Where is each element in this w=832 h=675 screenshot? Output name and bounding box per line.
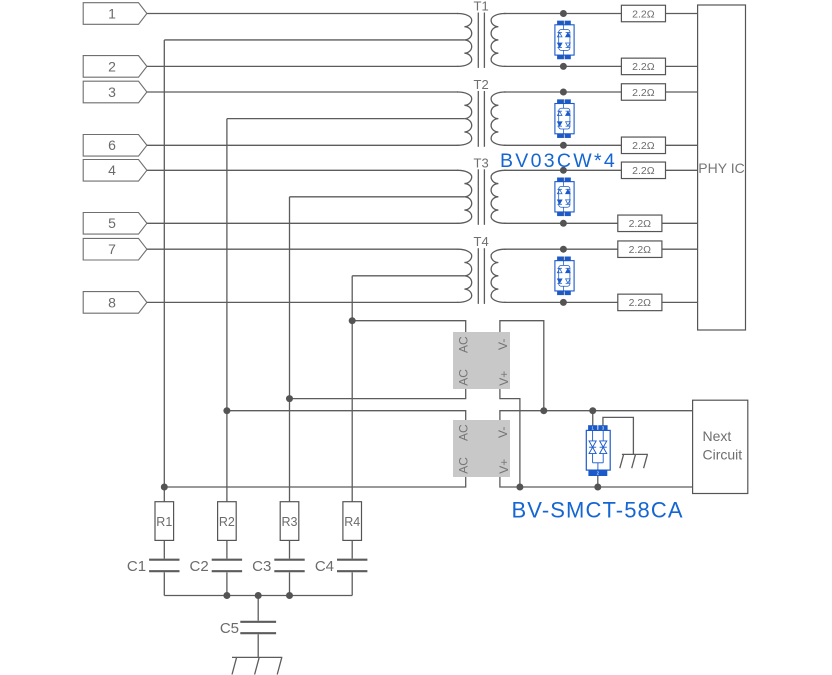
svg-text:R3: R3	[282, 515, 298, 529]
svg-text:Circuit: Circuit	[703, 447, 743, 463]
svg-text:T4: T4	[474, 234, 489, 249]
svg-text:Next: Next	[703, 428, 732, 444]
svg-text:4: 4	[108, 162, 116, 178]
svg-text:2.2Ω: 2.2Ω	[632, 165, 655, 177]
svg-text:R4: R4	[344, 515, 360, 529]
svg-text:V-: V-	[496, 339, 510, 350]
svg-text:V+: V+	[497, 371, 511, 386]
svg-text:7: 7	[108, 241, 116, 257]
svg-text:6: 6	[108, 137, 116, 153]
svg-text:3: 3	[602, 426, 605, 431]
svg-text:C4: C4	[315, 558, 334, 575]
svg-text:R1: R1	[156, 515, 172, 529]
svg-text:C5: C5	[220, 620, 239, 637]
svg-text:AC: AC	[456, 457, 470, 474]
svg-text:2.2Ω: 2.2Ω	[632, 61, 655, 73]
svg-text:T3: T3	[474, 155, 489, 170]
svg-text:1: 1	[592, 426, 595, 431]
svg-text:AC: AC	[456, 336, 470, 353]
svg-text:2.2Ω: 2.2Ω	[629, 244, 652, 256]
svg-text:T1: T1	[474, 0, 489, 14]
svg-text:3: 3	[108, 84, 116, 100]
svg-text:2: 2	[108, 58, 116, 74]
svg-text:C1: C1	[127, 558, 146, 575]
svg-text:T2: T2	[474, 77, 489, 92]
svg-text:R2: R2	[219, 515, 235, 529]
svg-text:2.2Ω: 2.2Ω	[629, 297, 652, 309]
svg-text:2.2Ω: 2.2Ω	[632, 140, 655, 152]
svg-text:2.2Ω: 2.2Ω	[629, 218, 652, 230]
svg-text:V+: V+	[497, 459, 511, 474]
svg-text:5: 5	[108, 215, 116, 231]
svg-text:AC: AC	[456, 369, 470, 386]
svg-text:PHY IC: PHY IC	[698, 160, 744, 176]
svg-text:2: 2	[597, 471, 600, 476]
svg-text:C2: C2	[190, 558, 209, 575]
svg-text:C3: C3	[252, 558, 271, 575]
svg-text:1: 1	[108, 5, 116, 21]
svg-text:V-: V-	[496, 427, 510, 438]
svg-text:2.2Ω: 2.2Ω	[632, 87, 655, 99]
svg-text:8: 8	[108, 294, 116, 310]
svg-text:BV03CW*4: BV03CW*4	[500, 150, 617, 172]
svg-text:BV-SMCT-58CA: BV-SMCT-58CA	[512, 498, 684, 523]
svg-text:2.2Ω: 2.2Ω	[632, 8, 655, 20]
svg-text:AC: AC	[456, 424, 470, 441]
